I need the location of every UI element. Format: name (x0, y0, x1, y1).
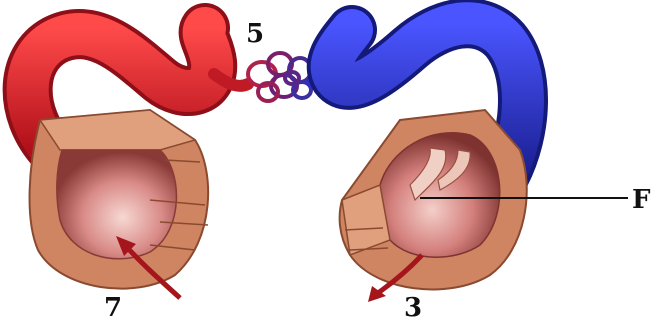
left-chamber-rim (40, 110, 195, 150)
right-chamber (340, 110, 527, 289)
label-3: 3 (404, 293, 422, 323)
label-5: 5 (246, 19, 264, 49)
label-f: F (632, 185, 651, 215)
label-7: 7 (104, 293, 122, 323)
left-chamber-inner (57, 150, 177, 259)
left-chamber (30, 110, 209, 289)
capillary-bed (248, 53, 311, 101)
